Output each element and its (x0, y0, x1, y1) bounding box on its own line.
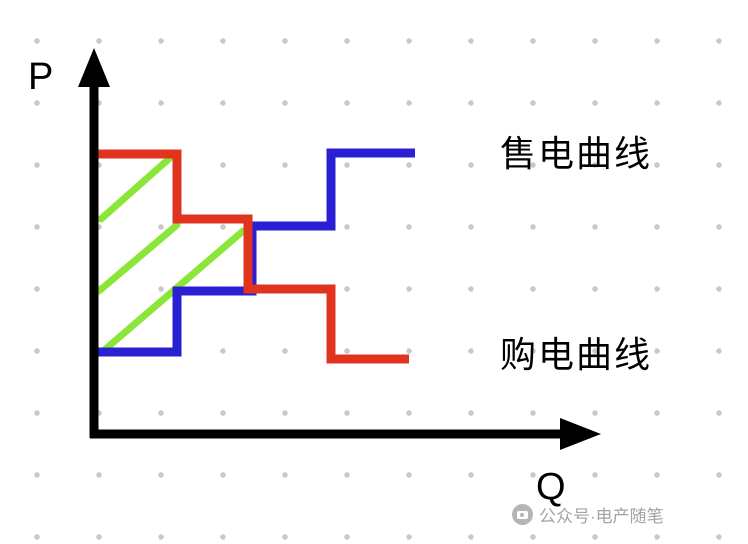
watermark-text: 公众号·电产随笔 (539, 507, 664, 526)
sell-curve-label: 售电曲线 (500, 133, 653, 174)
x-axis-arrowhead-icon (560, 418, 601, 450)
surplus-hatch-line (95, 221, 181, 295)
y-axis-label: P (28, 56, 54, 98)
y-axis-arrowhead-icon (78, 48, 110, 87)
surplus-hatch-line (97, 153, 175, 223)
buy-curve-label: 购电曲线 (500, 334, 653, 375)
watermark: 公众号·电产随笔 (512, 502, 664, 527)
camera-badge-icon (512, 504, 533, 525)
buy-curve (92, 149, 409, 364)
x-axis-label: Q (536, 466, 566, 508)
